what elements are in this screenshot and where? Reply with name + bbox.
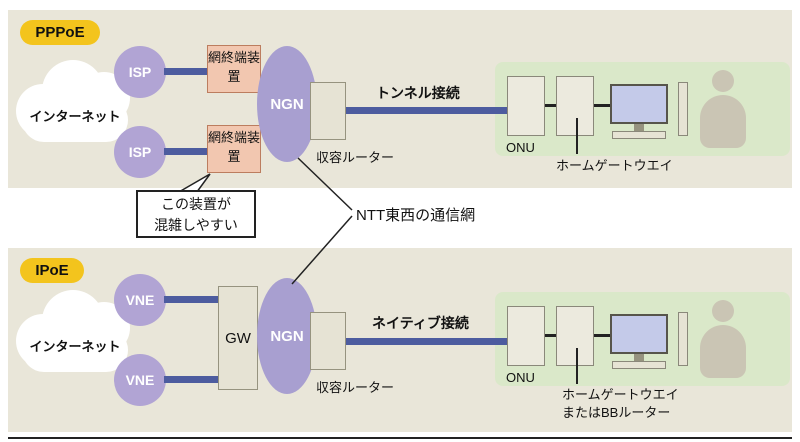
onu-box-pppoe (507, 76, 545, 136)
ngn-cloud-ipoe: NGN (257, 278, 317, 394)
congestion-callout: この装置が 混雑しやすい (136, 190, 256, 238)
native-connection-line (346, 338, 507, 345)
callout-line-1: この装置が (161, 196, 231, 212)
edge-router-label-ipoe: 収容ルーター (316, 380, 395, 395)
onu-label-pppoe: ONU (506, 140, 535, 155)
gateway-label-leader-ipoe (576, 348, 578, 384)
gateway-label-pppoe: ホームゲートウエイ (556, 158, 673, 173)
gw-box: GW (218, 286, 258, 390)
pppoe-badge: PPPoE (20, 20, 100, 45)
link-isp2-device2 (164, 148, 207, 155)
internet-label: インターネット (29, 339, 121, 354)
link-vne2-gw (164, 376, 218, 383)
link-onu-gateway-ipoe (545, 334, 556, 337)
cloud-puff (22, 328, 128, 372)
vne-node-1: VNE (114, 274, 166, 326)
person-icon (700, 95, 746, 148)
tunnel-connection-label: トンネル接続 (376, 85, 460, 101)
edge-router-ipoe (310, 312, 346, 370)
tunnel-connection-line (346, 107, 507, 114)
ntt-network-label: NTT東西の通信網 (356, 207, 476, 224)
pc-tower-icon (678, 82, 688, 136)
bottom-rule (8, 437, 792, 439)
home-gateway-box-pppoe (556, 76, 594, 136)
gateway-label-leader-pppoe (576, 118, 578, 154)
monitor-stand-icon (634, 354, 644, 361)
onu-box-ipoe (507, 306, 545, 366)
network-termination-device-2: 網終端装置 (207, 125, 261, 173)
internet-label: インターネット (29, 109, 121, 124)
monitor-icon (610, 314, 668, 354)
callout-line-2: 混雑しやすい (154, 217, 238, 233)
onu-label-ipoe: ONU (506, 370, 535, 385)
network-termination-device-1: 網終端装置 (207, 45, 261, 93)
monitor-stand-icon (634, 124, 644, 131)
native-connection-label: ネイティブ接続 (372, 315, 469, 331)
keyboard-icon (612, 361, 666, 369)
gateway-label-line-1: ホームゲートウエイ (562, 387, 679, 402)
link-gateway-pc-ipoe (594, 334, 610, 337)
isp-node-2: ISP (114, 126, 166, 178)
isp-node-1: ISP (114, 46, 166, 98)
person-icon (700, 325, 746, 378)
keyboard-icon (612, 131, 666, 139)
link-vne1-gw (164, 296, 218, 303)
edge-router-pppoe (310, 82, 346, 140)
link-gateway-pc-pppoe (594, 104, 610, 107)
internet-cloud-icon: インターネット (14, 288, 136, 376)
link-onu-gateway-pppoe (545, 104, 556, 107)
edge-router-label-pppoe: 収容ルーター (316, 150, 395, 165)
cloud-puff (22, 98, 128, 142)
gateway-label-ipoe: ホームゲートウエイ またはBBルーター (562, 386, 679, 422)
home-gateway-box-ipoe (556, 306, 594, 366)
pc-tower-icon (678, 312, 688, 366)
ngn-cloud-pppoe: NGN (257, 46, 317, 162)
link-isp1-device1 (164, 68, 207, 75)
ipoe-badge: IPoE (20, 258, 84, 283)
vne-node-2: VNE (114, 354, 166, 406)
person-icon (712, 300, 734, 322)
person-icon (712, 70, 734, 92)
monitor-icon (610, 84, 668, 124)
gateway-label-line-2: またはBBルーター (562, 405, 671, 420)
